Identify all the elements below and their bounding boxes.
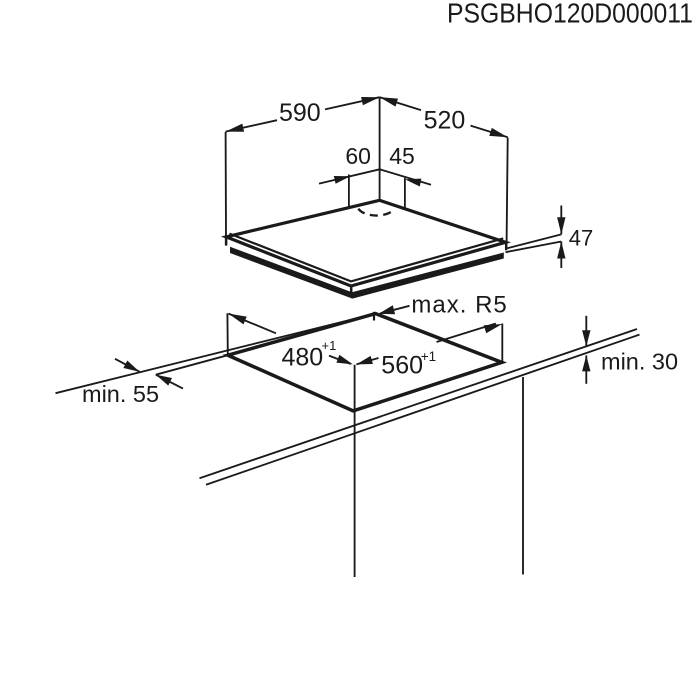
svg-text:45: 45 (389, 143, 415, 169)
svg-text:+1: +1 (322, 338, 337, 353)
svg-text:560: 560 (381, 352, 423, 380)
svg-text:60: 60 (345, 143, 371, 169)
svg-text:590: 590 (279, 99, 321, 127)
svg-text:min. 30: min. 30 (601, 349, 678, 375)
svg-text:max. R5: max. R5 (411, 291, 507, 318)
svg-text:PSGBHO120D000011: PSGBHO120D000011 (447, 0, 693, 29)
svg-text:520: 520 (424, 107, 466, 135)
svg-text:+1: +1 (421, 349, 436, 364)
svg-text:min. 55: min. 55 (82, 381, 159, 407)
svg-text:480: 480 (282, 344, 324, 372)
svg-text:47: 47 (569, 226, 593, 251)
